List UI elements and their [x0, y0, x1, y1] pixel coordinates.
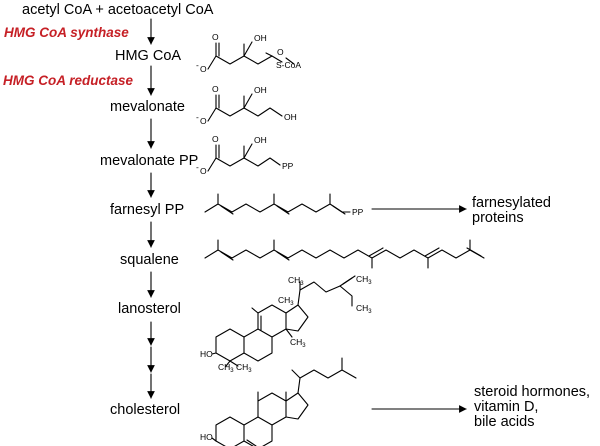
hmg-o-thioester: O — [277, 47, 284, 57]
start-substrates: acetyl CoA + acetoacetyl CoA — [22, 2, 214, 18]
mevpp-o-minus: O — [200, 166, 207, 176]
lano-ch3-mid1: CH3 — [278, 295, 294, 307]
mevpp-oh: OH — [254, 135, 267, 145]
lano-ch3-bottom-mid: CH3 — [236, 362, 252, 374]
label-lanosterol: lanosterol — [118, 301, 181, 317]
lano-ch3-mid2: CH3 — [290, 337, 306, 349]
lano-ho: HO — [200, 349, 213, 359]
output-farnesylated-line-1: farnesylated — [472, 195, 551, 211]
structure-cholesterol: HO — [200, 357, 357, 446]
mev-minus: - — [196, 112, 199, 122]
structure-squalene — [204, 239, 485, 269]
mevpp-pp: PP — [282, 161, 294, 171]
hmg-o-minus: O — [200, 64, 207, 74]
hmg-minus: - — [196, 60, 199, 70]
lano-ch3-top: CH3 — [288, 275, 304, 287]
output-farnesylated-line-2: proteins — [472, 210, 524, 226]
mev-oh-end: OH — [284, 112, 297, 122]
structure-mevalonate: O - O OH OH — [196, 84, 297, 126]
output-steroid-line-3: bile acids — [474, 414, 535, 430]
output-farnesylated-proteins: farnesylated proteins — [472, 196, 551, 226]
mev-o-top: O — [212, 84, 219, 94]
output-steroid-line-1: steroid hormones, — [474, 384, 591, 400]
label-cholesterol: cholesterol — [110, 402, 181, 418]
structure-mevalonate-pp: O - O OH PP — [196, 134, 294, 176]
label-mevalonate-pp: mevalonate PP — [100, 153, 199, 169]
structure-hmg-coa: O - O OH S-CoA O — [196, 32, 301, 74]
mev-oh: OH — [254, 85, 267, 95]
mevpp-minus: - — [196, 162, 199, 172]
output-steroid-line-2: vitamin D, — [474, 399, 539, 415]
lano-ch3-right-bottom: CH3 — [356, 303, 372, 315]
chol-ho: HO — [200, 432, 213, 442]
label-farnesyl-pp: farnesyl PP — [110, 202, 185, 218]
lano-ch3-right-top: CH3 — [356, 274, 372, 286]
lano-ch3-bottom-left: CH3 — [218, 362, 234, 374]
enzyme-hmg-coa-reductase: HMG CoA reductase — [3, 73, 134, 88]
structure-farnesyl-pp: PP — [204, 193, 364, 217]
mev-o-minus: O — [200, 116, 207, 126]
enzyme-hmg-coa-synthase: HMG CoA synthase — [4, 25, 129, 40]
label-squalene: squalene — [120, 252, 179, 268]
hmg-o-top: O — [212, 32, 219, 42]
hmg-oh: OH — [254, 33, 267, 43]
label-mevalonate: mevalonate — [110, 99, 185, 115]
hmg-s-coa: S-CoA — [276, 60, 301, 70]
output-steroid-products: steroid hormones, vitamin D, bile acids — [474, 385, 590, 430]
mevpp-o-top: O — [212, 134, 219, 144]
structure-lanosterol: CH3 CH3 CH3 CH3 CH3 HO CH3 CH3 — [200, 274, 372, 374]
farnesyl-pp-label: PP — [352, 207, 364, 217]
label-hmg-coa: HMG CoA — [115, 48, 182, 64]
